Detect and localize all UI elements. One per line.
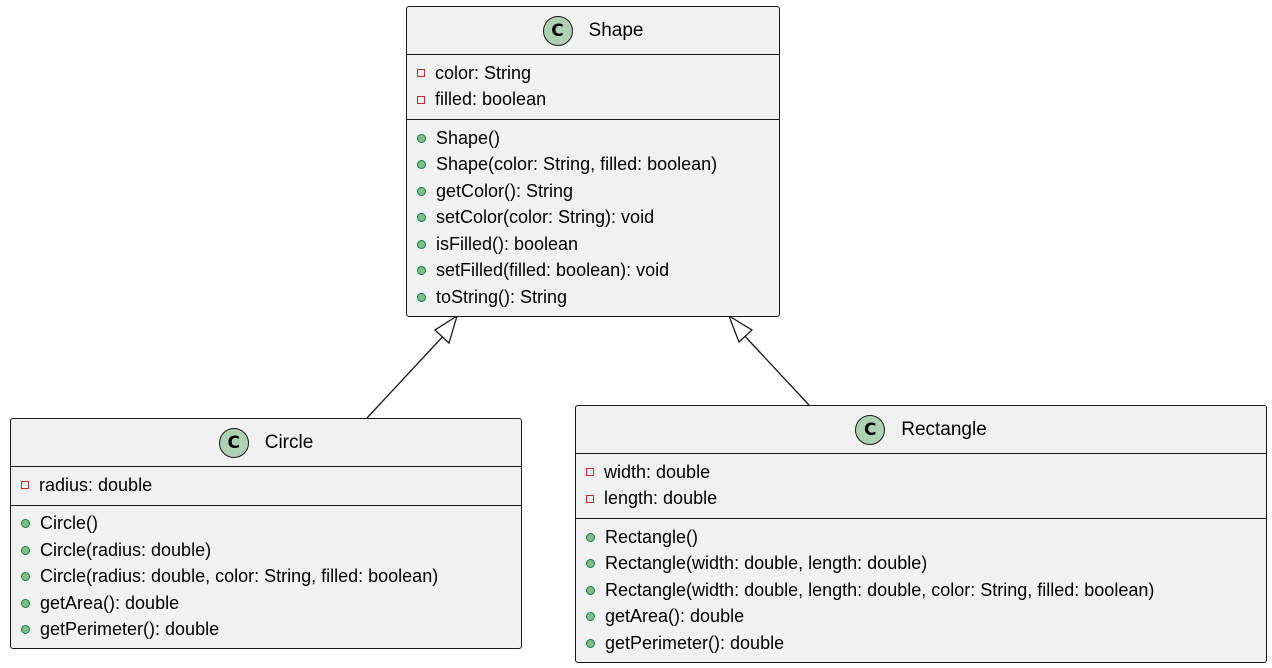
class-name: Rectangle	[901, 418, 987, 440]
methods-section: Rectangle() Rectangle(width: double, len…	[576, 519, 1266, 663]
private-visibility-icon	[417, 95, 425, 104]
public-visibility-icon	[417, 186, 426, 196]
public-visibility-icon	[417, 213, 426, 223]
public-visibility-icon	[586, 612, 595, 622]
public-visibility-icon	[21, 598, 30, 608]
public-visibility-icon	[21, 625, 30, 635]
method: Shape()	[407, 125, 779, 152]
method: isFilled(): boolean	[407, 231, 779, 258]
inheritance-arrowhead	[727, 314, 754, 344]
method-text: Rectangle(width: double, length: double,…	[605, 579, 1155, 600]
public-visibility-icon	[417, 266, 426, 276]
edge-rectangle-to-shape	[727, 314, 810, 406]
method-text: getPerimeter(): double	[40, 619, 220, 640]
public-visibility-icon	[417, 133, 426, 143]
attribute: filled: boolean	[407, 87, 779, 114]
method: setFilled(filled: boolean): void	[407, 258, 779, 285]
attribute-text: length: double	[604, 488, 718, 509]
attribute: width: double	[576, 459, 1266, 486]
attribute-text: width: double	[604, 461, 711, 482]
attributes-section: radius: double	[11, 467, 521, 506]
private-visibility-icon	[586, 468, 594, 477]
method-text: setColor(color: String): void	[436, 207, 655, 228]
class-stereotype-icon: C	[218, 427, 249, 458]
class-stereotype-icon: C	[542, 15, 573, 46]
private-visibility-icon	[417, 69, 425, 78]
method-text: Shape()	[436, 127, 501, 148]
methods-section: Shape() Shape(color: String, filled: boo…	[407, 120, 779, 317]
method-text: getPerimeter(): double	[605, 632, 785, 653]
method: getArea(): double	[576, 604, 1266, 631]
method: getPerimeter(): double	[576, 630, 1266, 657]
public-visibility-icon	[586, 559, 595, 569]
method: toString(): String	[407, 284, 779, 311]
class-header: C Shape	[407, 7, 779, 55]
method: Circle(radius: double, color: String, fi…	[11, 564, 521, 591]
attributes-section: color: String filled: boolean	[407, 55, 779, 120]
class-shape[interactable]: C Shape color: String filled: boolean Sh…	[406, 6, 780, 317]
attribute: color: String	[407, 60, 779, 87]
class-circle[interactable]: C Circle radius: double Circle() Circle(…	[10, 418, 522, 649]
method: getPerimeter(): double	[11, 617, 521, 644]
method: Rectangle(width: double, length: double)	[576, 551, 1266, 578]
method-text: setFilled(filled: boolean): void	[436, 260, 670, 281]
public-visibility-icon	[417, 292, 426, 302]
public-visibility-icon	[586, 638, 595, 648]
method: Rectangle(width: double, length: double,…	[576, 577, 1266, 604]
method: Rectangle()	[576, 524, 1266, 551]
method-text: Circle(radius: double, color: String, fi…	[40, 566, 439, 587]
method: getColor(): String	[407, 178, 779, 205]
private-visibility-icon	[21, 481, 29, 490]
attribute-text: color: String	[435, 62, 532, 83]
public-visibility-icon	[417, 160, 426, 170]
method: Circle()	[11, 511, 521, 538]
attribute: radius: double	[11, 472, 521, 499]
public-visibility-icon	[586, 585, 595, 595]
class-name: Circle	[264, 431, 314, 453]
class-rectangle[interactable]: C Rectangle width: double length: double…	[575, 405, 1267, 663]
method-text: getColor(): String	[436, 180, 574, 201]
method-text: Rectangle()	[605, 526, 699, 547]
method-text: Rectangle(width: double, length: double)	[605, 553, 928, 574]
method-text: toString(): String	[436, 286, 568, 307]
attribute-text: radius: double	[39, 474, 153, 495]
methods-section: Circle() Circle(radius: double) Circle(r…	[11, 506, 521, 650]
class-name: Shape	[588, 19, 644, 41]
method-text: Circle()	[40, 513, 98, 534]
class-header: C Circle	[11, 419, 521, 467]
public-visibility-icon	[21, 572, 30, 582]
method: getArea(): double	[11, 590, 521, 617]
method-text: Shape(color: String, filled: boolean)	[436, 154, 718, 175]
method: setColor(color: String): void	[407, 205, 779, 232]
method: Shape(color: String, filled: boolean)	[407, 152, 779, 179]
method-text: getArea(): double	[40, 592, 180, 613]
public-visibility-icon	[21, 519, 30, 529]
inheritance-arrowhead	[433, 314, 459, 345]
method-text: getArea(): double	[605, 606, 745, 627]
edge-circle-to-shape	[366, 314, 459, 419]
attributes-section: width: double length: double	[576, 454, 1266, 519]
public-visibility-icon	[417, 239, 426, 249]
private-visibility-icon	[586, 494, 594, 503]
class-stereotype-icon: C	[855, 414, 886, 445]
class-header: C Rectangle	[576, 406, 1266, 454]
attribute: length: double	[576, 486, 1266, 513]
method: Circle(radius: double)	[11, 537, 521, 564]
attribute-text: filled: boolean	[435, 89, 547, 110]
public-visibility-icon	[21, 545, 30, 555]
method-text: Circle(radius: double)	[40, 539, 212, 560]
public-visibility-icon	[586, 532, 595, 542]
method-text: isFilled(): boolean	[436, 233, 579, 254]
